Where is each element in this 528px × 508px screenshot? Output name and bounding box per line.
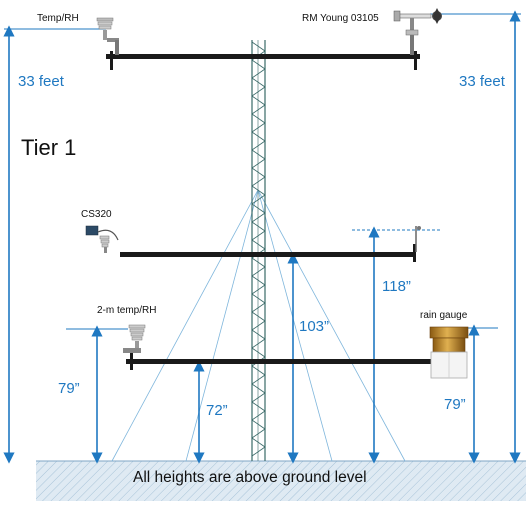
- anemometer-sensor: [393, 8, 442, 55]
- dimension-33ft-right: [430, 10, 521, 464]
- height-72-label: 72”: [206, 402, 228, 419]
- temp-rh-top-sensor: [96, 17, 119, 55]
- dimension-79-left: [66, 325, 128, 464]
- rain-gauge-sensor: [429, 326, 469, 379]
- height-79-left-label: 79”: [58, 380, 80, 397]
- middle-boom-end-sensor: [415, 226, 421, 252]
- tier-label: Tier 1: [21, 135, 77, 160]
- temp-rh-2m-sensor: [123, 324, 146, 353]
- rain-gauge-label: rain gauge: [420, 310, 468, 321]
- cs320-label: CS320: [81, 209, 112, 220]
- feet-left-label: 33 feet: [18, 73, 64, 90]
- lower-boom: [126, 352, 431, 370]
- height-103-label: 103”: [299, 318, 330, 335]
- dimension-118: [352, 226, 440, 464]
- temp-rh-top-label: Temp/RH: [37, 13, 79, 24]
- anemometer-label: RM Young 03105: [302, 13, 379, 24]
- ground-note: All heights are above ground level: [133, 469, 367, 486]
- height-79-right-label: 79”: [444, 396, 466, 413]
- lattice-tower: [251, 40, 266, 461]
- height-118-label: 118”: [382, 278, 411, 295]
- middle-boom: [120, 244, 416, 262]
- feet-right-label: 33 feet: [459, 73, 505, 90]
- temp-rh-2m-label: 2-m temp/RH: [97, 305, 157, 316]
- dimension-33ft-left: [3, 25, 106, 464]
- ground: [36, 460, 526, 501]
- top-boom: [106, 51, 420, 70]
- cs320-sensor: [85, 225, 119, 253]
